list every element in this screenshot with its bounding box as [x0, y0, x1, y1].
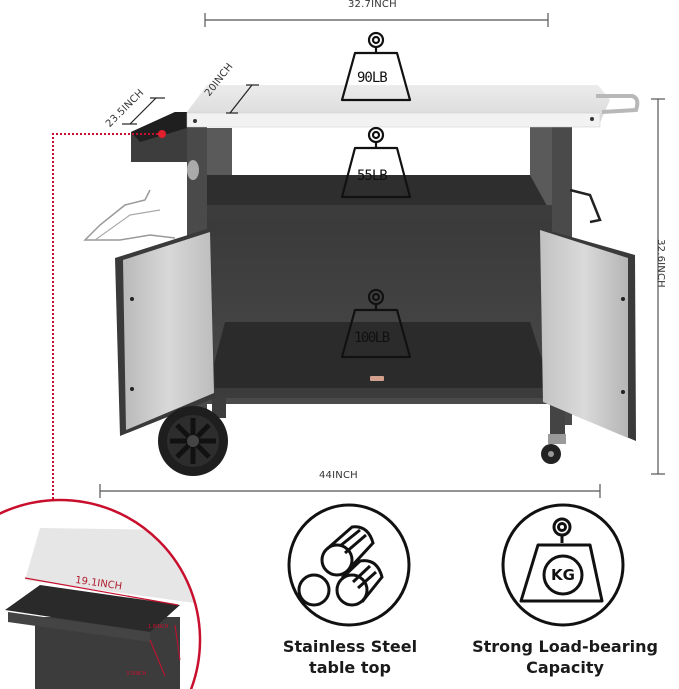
dim-line-top-width: [204, 13, 549, 27]
label-height: 32.6INCH: [654, 239, 666, 288]
callout-leader: [52, 133, 162, 515]
wheel: [158, 406, 228, 476]
feature-stainless-line1: Stainless Steel: [282, 637, 418, 656]
caster: [541, 434, 566, 464]
feature-load-line1: Strong Load-bearing: [472, 637, 658, 656]
kg-weight-icon: [501, 503, 625, 627]
weight-icon-bottom: [340, 288, 412, 359]
feature-stainless-steel: Stainless Steel table top: [260, 636, 440, 678]
label-top-width: 32.7INCH: [348, 0, 397, 10]
weight-icon-middle: [340, 126, 412, 199]
detail-inset: [0, 498, 202, 689]
load-label-middle: 55LB: [357, 168, 388, 184]
steel-pipes-icon: [287, 503, 411, 627]
feature-stainless-line2: table top: [309, 658, 391, 677]
dim-line-overall-width: [99, 484, 601, 498]
load-label-top: 90LB: [357, 70, 388, 86]
feature-load-bearing: Strong Load-bearing Capacity: [455, 636, 675, 678]
dim-line-height: [651, 98, 665, 475]
feature-load-line2: Capacity: [526, 658, 604, 677]
label-overall-width: 44INCH: [319, 470, 358, 481]
dim-line-top-depth: [226, 84, 259, 114]
load-label-bottom: 100LB: [354, 330, 390, 346]
weight-icon-top: [340, 31, 412, 102]
label-side-tray-small-2: 3.5INCH: [126, 671, 147, 677]
label-side-tray-small-1: 1.6INCH: [148, 624, 169, 630]
kg-icon-text: KG: [551, 566, 575, 584]
dim-line-overall-depth: [122, 97, 165, 125]
